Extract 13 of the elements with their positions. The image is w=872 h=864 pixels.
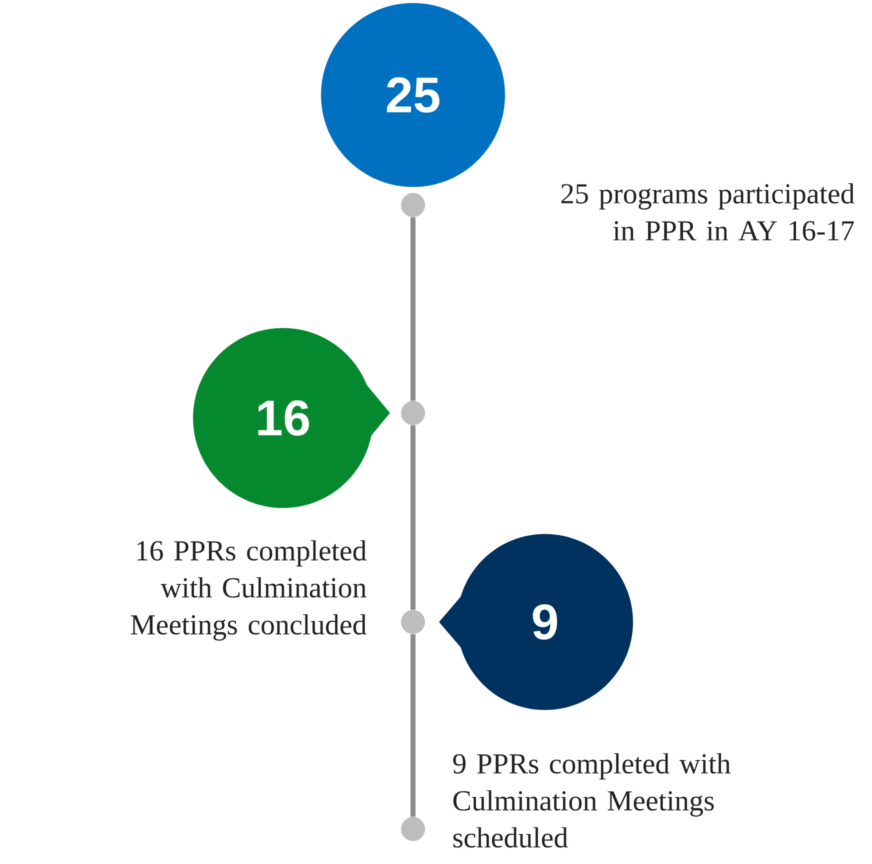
number-bubble: 25 bbox=[321, 3, 505, 187]
timeline-dot bbox=[401, 610, 425, 634]
timeline-line bbox=[410, 634, 416, 817]
number-bubble: 9 bbox=[439, 534, 633, 710]
timeline-line bbox=[410, 217, 416, 401]
description-text: 9 PPRs completed with Culmination Meetings scheduled bbox=[453, 753, 731, 848]
timeline-dot bbox=[401, 401, 425, 425]
timeline-dot bbox=[401, 193, 425, 217]
number-bubble: 16 bbox=[193, 328, 390, 508]
timeline-dot bbox=[401, 817, 425, 841]
timeline-line bbox=[410, 425, 416, 610]
description-text: 25 programs participated in PPR in AY 16-17 bbox=[561, 183, 854, 241]
description-text: 16 PPRs completed with Culmination Meetings concluded bbox=[130, 540, 366, 641]
